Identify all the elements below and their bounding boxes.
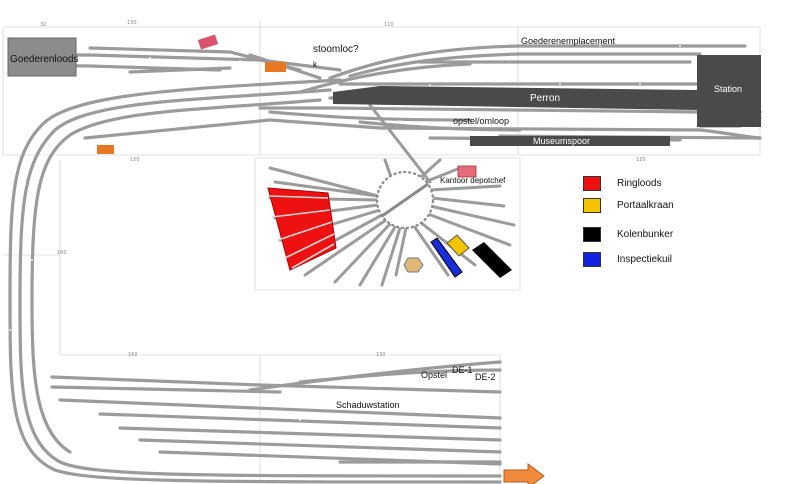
- arrow-right-icon: [503, 463, 545, 484]
- legend-item-portaalkraan: Portaalkraan: [583, 198, 674, 213]
- dim-side: 160: [57, 250, 67, 256]
- wagon-pink-top: [197, 34, 219, 50]
- dim-top-right: 110: [384, 22, 394, 28]
- orange-marker-top: [265, 62, 286, 72]
- dim-mid-left: 150: [130, 157, 140, 163]
- legend-swatch-portaalkraan: [583, 198, 601, 213]
- opstel-label: Opstel: [421, 370, 448, 380]
- turntable: [375, 170, 435, 230]
- museumspoor-label: Museumspoor: [533, 136, 591, 146]
- dim-top-left: 32: [40, 22, 47, 28]
- kantoor-depotchef-label: Kantoor depotchef: [440, 176, 506, 185]
- legend-item-inspectiekuil: Inspectiekuil: [583, 252, 672, 267]
- dim-bottom-right: 130: [376, 352, 386, 358]
- perron-label: Perron: [530, 93, 561, 104]
- stoomloc-label: stoomloc?: [313, 44, 359, 55]
- orange-marker-left: [97, 145, 114, 154]
- legend-swatch-ringloods: [583, 176, 601, 191]
- legend-label-portaalkraan: Portaalkraan: [617, 200, 674, 211]
- schaduwstation-label: Schaduwstation: [336, 400, 400, 410]
- ringloods-shed: [267, 187, 337, 271]
- legend-label-inspectiekuil: Inspectiekuil: [617, 254, 673, 265]
- station-label: Station: [714, 84, 743, 94]
- inspectiekuil: [430, 237, 463, 278]
- opstel-omloop-label: opstel/omloop: [453, 116, 510, 126]
- legend-swatch-inspectiekuil: [583, 252, 601, 267]
- legend-item-ringloods: Ringloods: [583, 176, 661, 191]
- kantoor-depotchef-building: [457, 165, 477, 178]
- stoomloc-k-label: k: [313, 60, 317, 69]
- water-tower: [403, 257, 424, 273]
- de2-label: DE-2: [475, 372, 496, 382]
- dim-bottom-left: 160: [128, 352, 138, 358]
- legend-item-kolenbunker: Kolenbunker: [583, 227, 673, 242]
- joint-marks: [9, 45, 681, 441]
- kolenbunker: [472, 242, 512, 278]
- goederenloods-building: [7, 37, 77, 77]
- legend-label-ringloods: Ringloods: [617, 178, 662, 189]
- baseboard-outline: [2, 20, 761, 480]
- depot-tracks: [268, 103, 516, 287]
- perron-platform: [333, 86, 697, 110]
- station-building: [697, 55, 761, 127]
- dim-top-mid: 130: [127, 20, 137, 26]
- de1-label: DE-1: [452, 365, 473, 375]
- portaalkraan: [446, 234, 470, 257]
- dim-mid-right: 120: [636, 157, 646, 163]
- museumspoor-platform: [470, 136, 670, 146]
- legend-swatch-kolenbunker: [583, 227, 601, 242]
- legend-label-kolenbunker: Kolenbunker: [617, 229, 674, 240]
- goederenloods-label: Goederenloods: [10, 54, 79, 65]
- goederenemplacement-label: Goederenemplacement: [521, 36, 616, 46]
